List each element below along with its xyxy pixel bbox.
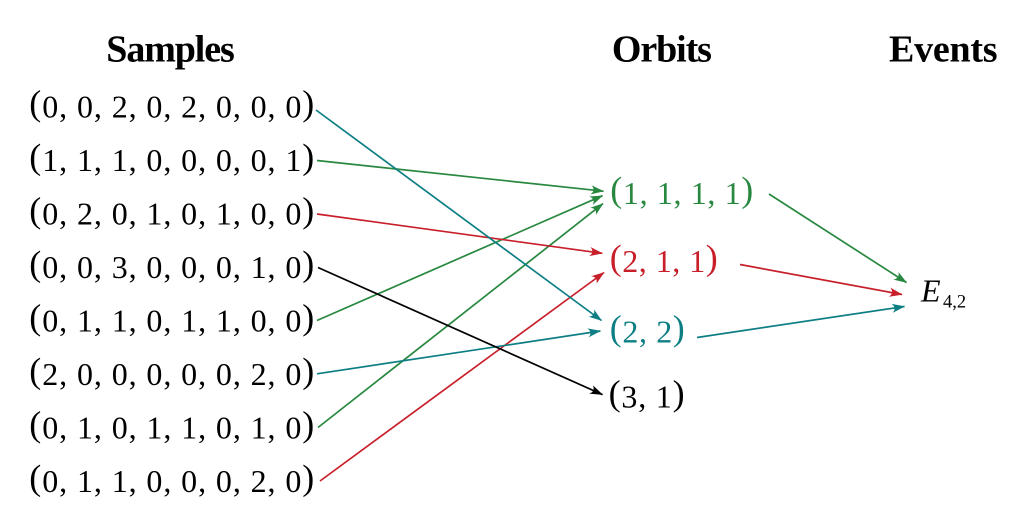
svg-text:E: E [920,273,941,309]
svg-text:(0, 0, 3, 0, 0, 0, 1, 0): (0, 0, 3, 0, 0, 0, 1, 0) [29,243,314,285]
svg-text:(2, 1, 1): (2, 1, 1) [610,237,718,279]
svg-text:(3, 1): (3, 1) [609,373,685,415]
svg-text:(0, 2, 0, 1, 0, 1, 0, 0): (0, 2, 0, 1, 0, 1, 0, 0) [29,190,314,232]
svg-text:(1, 1, 1, 1): (1, 1, 1, 1) [610,169,753,211]
svg-text:(2, 2): (2, 2) [610,308,685,350]
svg-text:(0, 0, 2, 0, 2, 0, 0, 0): (0, 0, 2, 0, 2, 0, 0, 0) [29,83,314,125]
svg-text:(0, 1, 1, 0, 0, 0, 2, 0): (0, 1, 1, 0, 0, 0, 2, 0) [29,457,314,499]
svg-text:Samples: Samples [106,29,235,71]
svg-text:(0, 1, 1, 0, 1, 1, 0, 0): (0, 1, 1, 0, 1, 1, 0, 0) [29,297,314,339]
svg-text:Events: Events [889,29,998,71]
svg-text:(1, 1, 1, 0, 0, 0, 0, 1): (1, 1, 1, 0, 0, 0, 0, 1) [29,136,314,178]
svg-text:(0, 1, 0, 1, 1, 0, 1, 0): (0, 1, 0, 1, 1, 0, 1, 0) [29,404,314,446]
svg-text:4,2: 4,2 [943,293,966,313]
svg-text:Orbits: Orbits [612,29,712,71]
svg-text:(2, 0, 0, 0, 0, 0, 2, 0): (2, 0, 0, 0, 0, 0, 2, 0) [29,350,314,392]
